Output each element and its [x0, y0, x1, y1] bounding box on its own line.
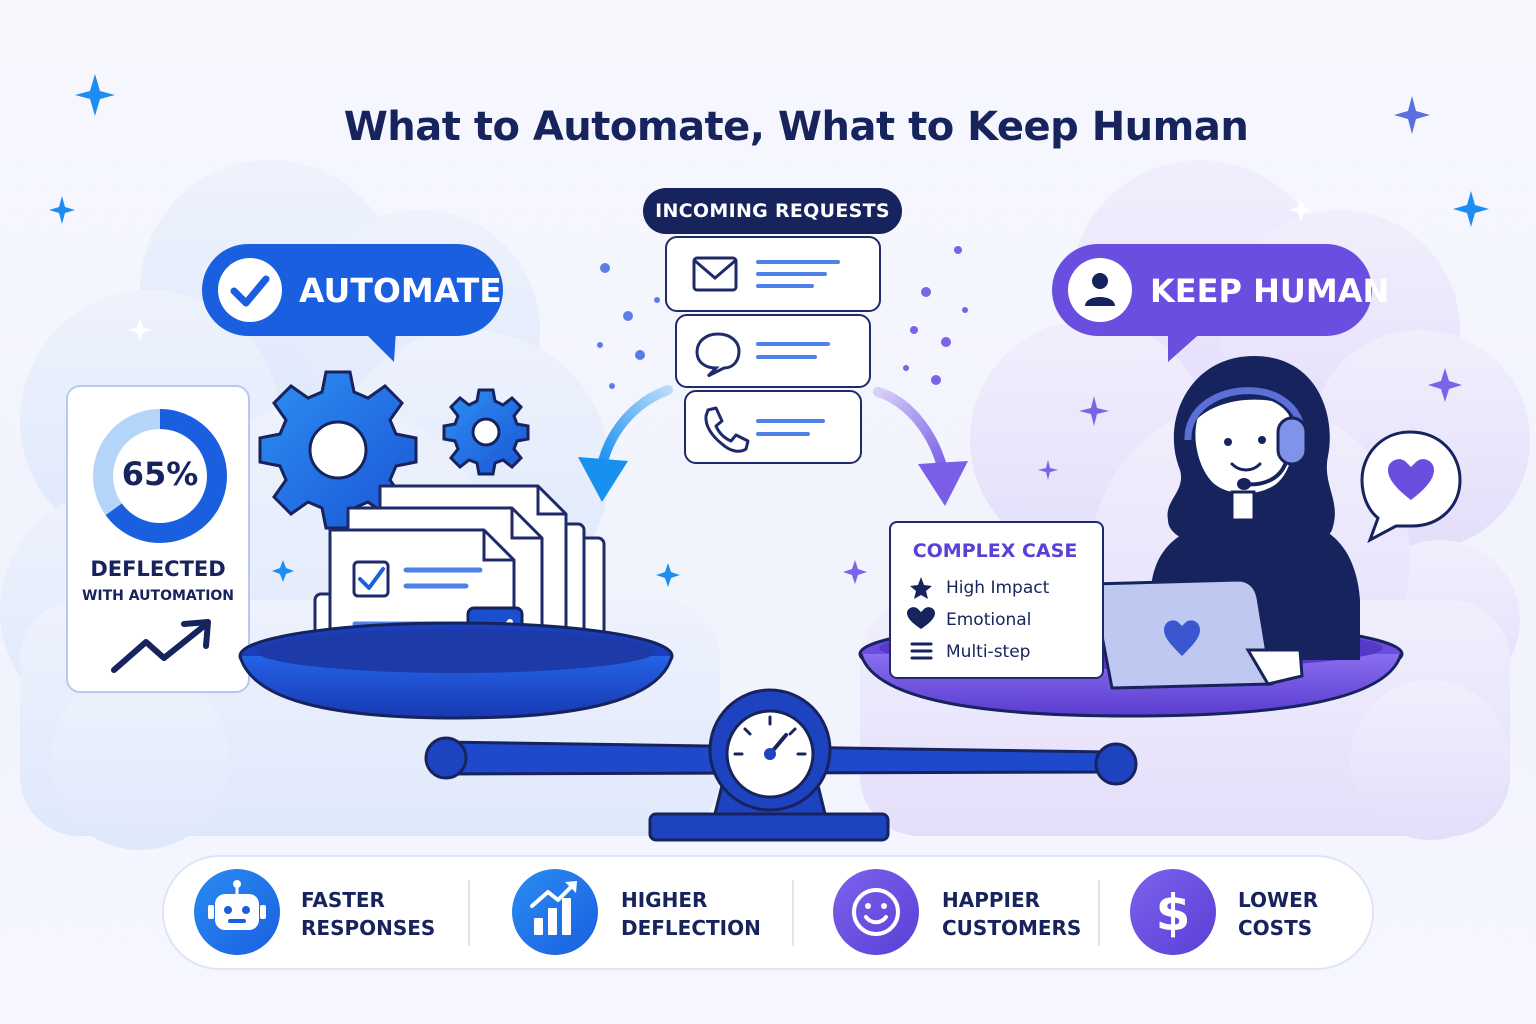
- complex-case-title: COMPLEX CASE: [912, 540, 1078, 562]
- automate-label: AUTOMATE: [299, 271, 502, 310]
- arrow-head-automate: [578, 457, 628, 502]
- sparkle-icon: [49, 196, 75, 224]
- particles: [597, 246, 968, 389]
- person-icon: [1085, 273, 1115, 306]
- sparkle-icon: [1453, 191, 1489, 227]
- benefit-happier-customers: HAPPIER CUSTOMERS: [942, 886, 1081, 942]
- sparkle-icon: [1289, 198, 1313, 222]
- request-card-email: [665, 236, 881, 312]
- benefit-lower-costs: LOWER COSTS: [1238, 886, 1318, 942]
- left-scale-pan: [238, 621, 674, 720]
- case-item-high-impact: High Impact: [946, 578, 1050, 598]
- deflection-percent: 65%: [121, 455, 199, 493]
- smiley-icon: [852, 888, 900, 936]
- page-title: What to Automate, What to Keep Human: [343, 104, 1249, 150]
- sparkles: [49, 74, 1489, 587]
- benefit-line: DEFLECTION: [621, 916, 761, 940]
- phone-icon: [704, 406, 750, 453]
- benefit-higher-deflection: HIGHER DEFLECTION: [621, 886, 761, 942]
- gear-icon: [258, 370, 418, 530]
- benefit-line: CUSTOMERS: [942, 916, 1082, 940]
- case-item-multi-step: Multi-step: [946, 642, 1031, 662]
- heart-icon: [907, 607, 935, 629]
- checkmark-icon: [230, 275, 270, 307]
- deflected-label: DEFLECTED: [90, 557, 226, 581]
- trend-up-icon: [111, 619, 211, 673]
- sparkle-icon: [1428, 368, 1462, 402]
- text-lines: [756, 260, 840, 288]
- sparkle-icon: [1394, 96, 1430, 134]
- benefit-line: LOWER: [1238, 888, 1319, 912]
- sparkle-icon: [128, 318, 152, 342]
- heart-speech-bubble: [1360, 430, 1462, 544]
- benefit-line: FASTER: [301, 888, 385, 912]
- sparkle-icon: [1079, 396, 1109, 426]
- case-item-emotional: Emotional: [946, 610, 1032, 630]
- deflection-donut: [93, 409, 227, 543]
- gear-icon: [442, 388, 530, 476]
- headset-icon: [1184, 387, 1306, 441]
- arrow-to-automate: [597, 385, 673, 470]
- sparkle-icon: [272, 560, 294, 582]
- request-card-phone: [684, 390, 862, 464]
- benefit-line: HAPPIER: [942, 888, 1041, 912]
- gauge-icon: [725, 709, 815, 799]
- benefit-line: RESPONSES: [301, 916, 436, 940]
- list-icon: [910, 642, 933, 660]
- benefit-faster-responses: FASTER RESPONSES: [301, 886, 435, 942]
- benefit-line: HIGHER: [621, 888, 708, 912]
- with-automation-label: WITH AUTOMATION: [81, 588, 235, 604]
- envelope-icon: [692, 256, 738, 292]
- sparkle-icon: [656, 563, 680, 587]
- keep-human-label: KEEP HUMAN: [1150, 272, 1390, 310]
- bar-chart-up-icon: [530, 881, 577, 935]
- sparkle-icon: [843, 560, 867, 584]
- heart-icon: [1164, 620, 1200, 656]
- divider: [468, 880, 470, 946]
- robot-icon: [208, 880, 266, 930]
- sparkle-icon: [1038, 460, 1058, 480]
- divider: [1098, 880, 1100, 946]
- arrow-head-human: [918, 461, 968, 506]
- benefit-line: COSTS: [1238, 916, 1313, 940]
- dollar-icon: $: [1156, 884, 1191, 942]
- incoming-requests-label: INCOMING REQUESTS: [643, 188, 902, 234]
- heart-icon: [1388, 459, 1434, 500]
- divider: [792, 880, 794, 946]
- chat-bubble-icon: [695, 332, 741, 378]
- sparkle-icon: [75, 74, 115, 116]
- donut-arc: [93, 409, 227, 543]
- star-icon: [910, 577, 932, 599]
- complex-case-card: [889, 521, 1104, 679]
- arrow-to-human: [873, 387, 948, 475]
